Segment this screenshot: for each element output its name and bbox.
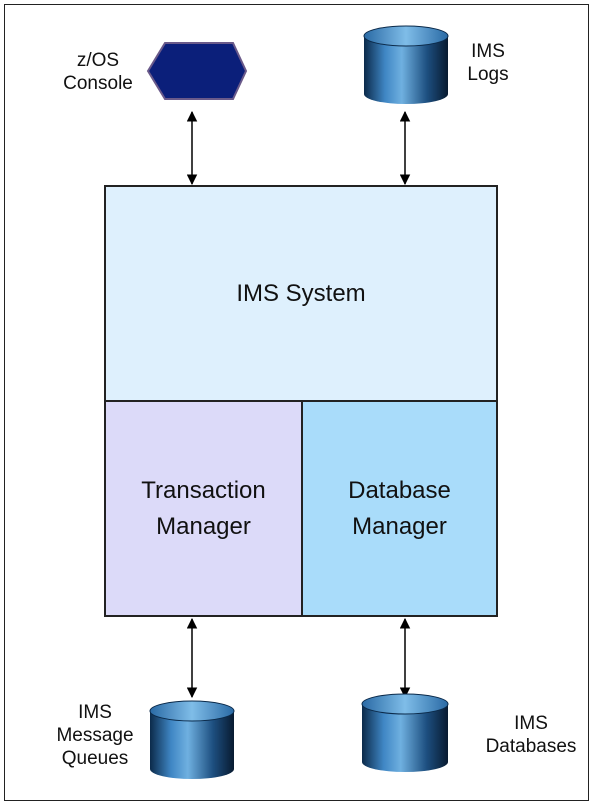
zos-console-label-line2: Console xyxy=(63,73,133,94)
ims-logs-label-line1: IMS xyxy=(471,41,505,62)
database-manager-line2: Manager xyxy=(352,512,447,540)
ims-system-box xyxy=(104,185,498,402)
ims-message-queues-line2: Message xyxy=(56,725,134,746)
database-manager-box xyxy=(301,400,498,617)
ims-databases-label: IMS Databases xyxy=(478,712,584,758)
ims-message-queues-label: IMS Message Queues xyxy=(45,701,145,770)
ims-logs-label-line2: Logs xyxy=(467,64,509,85)
ims-message-queues-line3: Queues xyxy=(61,748,129,769)
ims-system-text: IMS System xyxy=(236,279,366,307)
ims-databases-line1: IMS xyxy=(514,713,548,734)
database-manager-label: Database Manager xyxy=(302,401,497,616)
ims-system-label: IMS System xyxy=(105,186,497,401)
zos-console-label-line1: z/OS xyxy=(76,50,120,71)
zos-console-label: z/OS Console xyxy=(48,49,148,95)
ims-databases-cylinder-icon xyxy=(361,693,449,772)
transaction-manager-line1: Transaction xyxy=(141,476,266,504)
transaction-manager-label: Transaction Manager xyxy=(105,401,302,616)
ims-message-queues-cylinder-icon xyxy=(149,700,235,779)
transaction-manager-line2: Manager xyxy=(156,512,251,540)
zos-console-icon xyxy=(146,42,248,100)
ims-message-queues-line1: IMS xyxy=(78,702,112,723)
database-manager-line1: Database xyxy=(348,476,451,504)
ims-logs-cylinder-icon xyxy=(363,25,449,104)
ims-logs-label: IMS Logs xyxy=(448,40,528,86)
ims-databases-line2: Databases xyxy=(485,736,577,757)
